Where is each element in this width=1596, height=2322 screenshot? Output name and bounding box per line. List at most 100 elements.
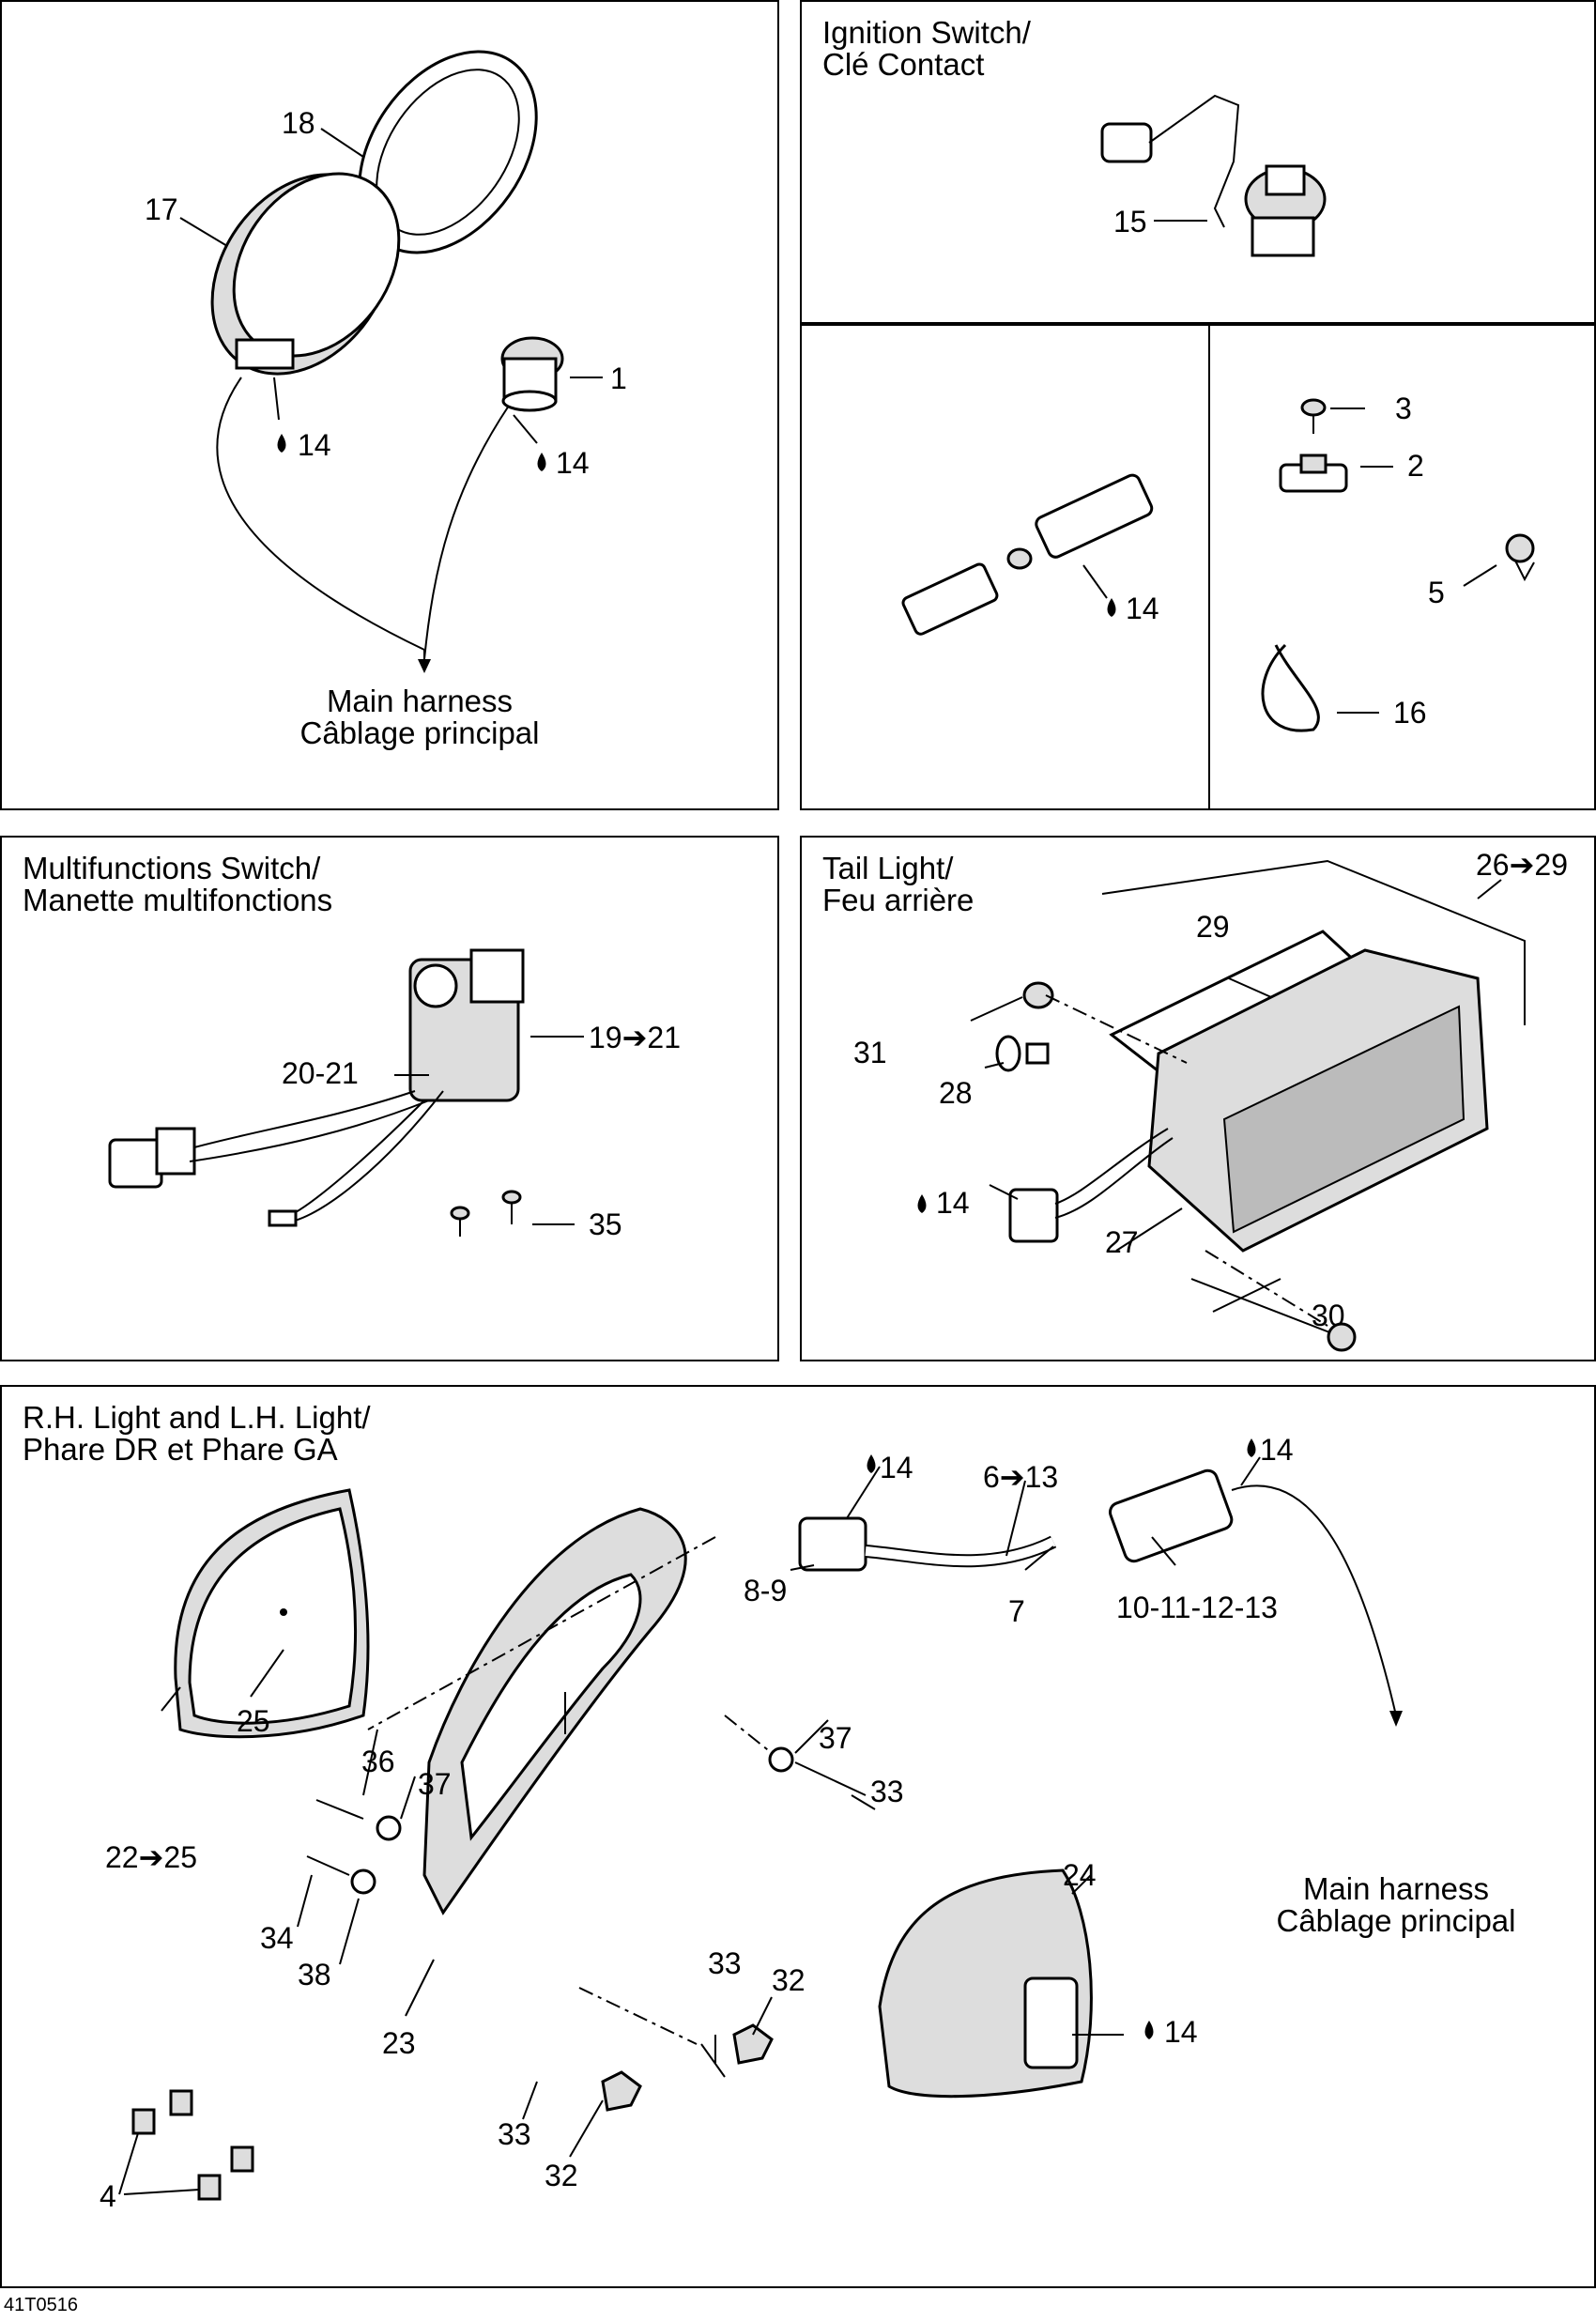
- label-33: 33: [870, 1775, 904, 1808]
- figure-code: 41T0516: [4, 2295, 78, 2315]
- label-23: 23: [382, 2026, 416, 2060]
- washer-37: [768, 1746, 794, 1773]
- label-8-9: 8-9: [744, 1574, 787, 1607]
- label-33: 33: [498, 2117, 531, 2151]
- multifunction-title: Multifunctions Switch/ Manette multifonc…: [23, 851, 333, 917]
- rh-lh-light-title: R.H. Light and L.H. Light/ Phare DR et P…: [23, 1400, 371, 1467]
- label-16: 16: [1393, 696, 1427, 730]
- adhesive-drop-icon: [917, 1194, 927, 1213]
- label-1: 1: [610, 361, 627, 395]
- label-34: 34: [260, 1921, 294, 1955]
- clip-4: [197, 2174, 222, 2201]
- pin-36: [315, 1799, 364, 1820]
- label-18: 18: [282, 106, 315, 140]
- label-14: 14: [1260, 1433, 1294, 1467]
- screw-35: [450, 1206, 470, 1221]
- tail-light-title: Tail Light/ Feu arrière: [822, 851, 974, 917]
- panel-fasteners: 3 2 5 16: [1208, 324, 1596, 810]
- ignition-art: 15: [1100, 94, 1327, 257]
- label-32: 32: [545, 2159, 578, 2192]
- label-32: 32: [772, 1963, 806, 1997]
- screw-5: [1505, 533, 1535, 563]
- label-29: 29: [1196, 910, 1230, 944]
- label-3: 3: [1395, 392, 1412, 425]
- washer-37: [376, 1815, 402, 1841]
- label-7: 7: [1008, 1594, 1025, 1628]
- adhesive-drop-icon: [1107, 598, 1116, 617]
- label-19-21: 19➔21: [589, 1021, 681, 1054]
- label-14: 14: [1164, 2015, 1198, 2049]
- label-37: 37: [819, 1721, 852, 1755]
- label-26-29: 26➔29: [1476, 848, 1568, 882]
- label-25: 25: [237, 1704, 270, 1738]
- bolt-33: [794, 1761, 867, 1796]
- multifunction-art: 19➔21 20-21 35: [108, 948, 681, 1241]
- adhesive-drop-icon: [537, 453, 546, 471]
- panel-tail-light: Tail Light/ Feu arrière 26➔29 29 31 28 1…: [800, 836, 1596, 1361]
- panel-multifunction: Multifunctions Switch/ Manette multifonc…: [0, 836, 779, 1361]
- clip-4: [230, 2145, 254, 2173]
- label-24: 24: [1063, 1858, 1097, 1892]
- adhesive-drop-icon: [277, 434, 286, 453]
- nut-31: [1022, 981, 1054, 1009]
- connector-10-13: [1108, 1469, 1234, 1563]
- knob-32: [601, 2070, 642, 2112]
- label-5: 5: [1428, 576, 1445, 609]
- label-6-13: 6➔13: [983, 1460, 1058, 1494]
- label-14: 14: [880, 1451, 913, 1484]
- adhesive-drop-icon: [1247, 1438, 1256, 1457]
- knob-32: [732, 2023, 774, 2065]
- label-33: 33: [708, 1946, 742, 1980]
- label-20-21: 20-21: [282, 1056, 359, 1090]
- connectors-art: 14: [901, 473, 1159, 636]
- ignition-connector: [1100, 122, 1153, 163]
- label-38: 38: [298, 1958, 331, 1991]
- panel-headlamp: 18 17 1 14 14 Main harness Câblage princ…: [0, 0, 779, 810]
- wire-lamp: [216, 377, 425, 651]
- connector-housing: [901, 562, 999, 636]
- label-30: 30: [1312, 1299, 1345, 1332]
- washer-38: [350, 1868, 376, 1895]
- label-4: 4: [100, 2179, 116, 2213]
- tail-light-art: 26➔29 29 31 28 14 27 30: [853, 848, 1568, 1352]
- connector-housing: [1035, 473, 1154, 559]
- adhesive-drop-icon: [1144, 2021, 1154, 2039]
- ignition-title: Ignition Switch/ Clé Contact: [822, 15, 1031, 82]
- label-35: 35: [589, 1207, 622, 1241]
- label-36: 36: [361, 1745, 395, 1778]
- label-14: 14: [556, 446, 590, 480]
- tail-light-lens: [1222, 1005, 1466, 1234]
- bulb-28: [995, 1035, 1021, 1072]
- label-15: 15: [1113, 205, 1147, 238]
- cable-tie-16: [1261, 643, 1320, 732]
- tail-connector: [1008, 1188, 1059, 1243]
- screw-30: [1190, 1278, 1338, 1336]
- panel-connectors: 14: [800, 324, 1210, 810]
- rh-lh-light-art: 14 14 6➔13 8-9 7 10-11-12-13 36 37 37 33…: [100, 1433, 1403, 2213]
- main-harness-label: Main harness Câblage principal: [1276, 1871, 1516, 1938]
- wire-indicator: [423, 405, 510, 660]
- label-27: 27: [1105, 1225, 1139, 1259]
- label-17: 17: [145, 192, 178, 226]
- headlamp-art: 18 17 1 14 14: [145, 50, 627, 673]
- label-14: 14: [298, 428, 331, 462]
- label-14: 14: [1126, 592, 1159, 625]
- label-2: 2: [1407, 449, 1424, 483]
- adhesive-drop-icon: [867, 1454, 876, 1473]
- label-37: 37: [418, 1767, 452, 1801]
- pin-34: [306, 1855, 350, 1876]
- main-harness-label: Main harness Câblage principal: [299, 684, 540, 750]
- panel-rh-lh-light: R.H. Light and L.H. Light/ Phare DR et P…: [0, 1385, 1596, 2288]
- label-28: 28: [939, 1076, 973, 1110]
- bolt-33: [700, 2043, 726, 2078]
- screw-3: [1300, 398, 1327, 417]
- label-10-11-12-13: 10-11-12-13: [1116, 1591, 1278, 1624]
- fasteners-art: 3 2 5 16: [1261, 392, 1535, 732]
- connector-8-9: [798, 1516, 867, 1572]
- switch-connector: [108, 1138, 163, 1189]
- clip-4: [131, 2108, 156, 2135]
- label-31: 31: [853, 1036, 887, 1069]
- screw-35: [501, 1190, 522, 1205]
- label-22-25: 22➔25: [105, 1840, 197, 1874]
- clip-4: [169, 2089, 193, 2116]
